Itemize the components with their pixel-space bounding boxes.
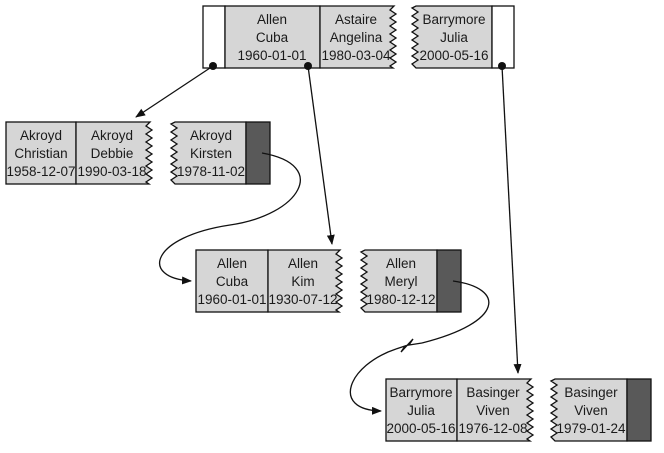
- leaf-a-key-3-lastname: Akroyd: [190, 128, 232, 143]
- root-key-cell-3: [410, 5, 493, 69]
- leaf-a-key-1-firstname: Christian: [14, 146, 67, 161]
- leaf-c-key-2-dob: 1976-12-08: [458, 421, 527, 436]
- leaf-node-allen: Allen Cuba 1960-01-01 Allen Kim 1930-07-…: [195, 249, 462, 313]
- leaf-c-next-pointer: [626, 378, 652, 442]
- root-key-1-dob: 1960-01-01: [237, 48, 306, 63]
- leaf-a-key-1-lastname: Akroyd: [20, 128, 62, 143]
- leaf-c-key-3-dob: 1979-01-24: [556, 421, 626, 436]
- arrow-root-to-leaf-b: [307, 65, 335, 245]
- leaf-b-key-2-firstname: Kim: [291, 274, 314, 289]
- leaf-a-key-2-dob: 1990-03-18: [77, 164, 146, 179]
- root-key-1-lastname: Allen: [257, 12, 287, 27]
- leaf-a-cell-2: [75, 121, 154, 185]
- leaf-c-key-3-firstname: Viven: [574, 403, 608, 418]
- root-key-2-firstname: Angelina: [330, 30, 383, 45]
- root-key-2-dob: 1980-03-04: [321, 48, 391, 63]
- leaf-c-key-1-firstname: Julia: [407, 403, 435, 418]
- leaf-c-cell-1: [385, 378, 458, 442]
- root-key-cell-2: [319, 5, 398, 69]
- leaf-b-key-1-lastname: Allen: [217, 256, 247, 271]
- leaf-c-cell-2: [456, 378, 535, 442]
- leaf-a-key-2-lastname: Akroyd: [91, 128, 133, 143]
- leaf-b-key-2-lastname: Allen: [288, 256, 318, 271]
- arrow-leaf-b-to-leaf-c-break: [395, 338, 423, 353]
- leaf-b-cell-1: [195, 249, 269, 313]
- leaf-b-key-3-lastname: Allen: [386, 256, 416, 271]
- leaf-a-cell-3: [169, 121, 247, 185]
- root-key-2-lastname: Astaire: [335, 12, 377, 27]
- leaf-node-barrymore: Barrymore Julia 2000-05-16 Basinger Vive…: [385, 378, 652, 442]
- leaf-node-akroyd: Akroyd Christian 1958-12-07 Akroyd Debbi…: [5, 121, 271, 185]
- leaf-b-cell-2: [267, 249, 344, 313]
- leaf-c-cell-3: [549, 378, 628, 442]
- root-right-pointer-slot: [491, 5, 515, 69]
- leaf-b-key-2-dob: 1930-07-12: [268, 292, 337, 307]
- leaf-a-key-3-dob: 1978-11-02: [177, 164, 245, 179]
- leaf-c-key-1-lastname: Barrymore: [389, 385, 452, 400]
- root-key-3-firstname: Julia: [440, 30, 468, 45]
- leaf-b-key-1-firstname: Cuba: [216, 274, 249, 289]
- pointer-arrows: [135, 65, 522, 415]
- leaf-b-key-1-dob: 1960-01-01: [197, 292, 266, 307]
- leaf-a-next-pointer: [245, 121, 271, 185]
- arrow-leaf-a-to-leaf-b: [159, 152, 301, 285]
- leaf-b-key-3-firstname: Meryl: [385, 274, 418, 289]
- arrow-root-to-leaf-a: [135, 65, 214, 118]
- arrow-leaf-b-to-leaf-c-part-2: [349, 348, 397, 415]
- leaf-c-key-2-lastname: Basinger: [466, 385, 520, 400]
- root-key-1-firstname: Cuba: [256, 30, 289, 45]
- root-pointer-slot: [202, 5, 226, 69]
- leaf-b-key-3-dob: 1980-12-12: [366, 292, 435, 307]
- leaf-c-key-2-firstname: Viven: [476, 403, 510, 418]
- leaf-a-key-1-dob: 1958-12-07: [6, 164, 75, 179]
- leaf-b-next-pointer: [436, 249, 462, 313]
- root-key-3-dob: 2000-05-16: [419, 48, 488, 63]
- root-key-3-lastname: Barrymore: [422, 12, 485, 27]
- leaf-c-key-3-lastname: Basinger: [564, 385, 618, 400]
- leaf-a-key-3-firstname: Kirsten: [190, 146, 232, 161]
- leaf-c-key-1-dob: 2000-05-16: [386, 421, 455, 436]
- root-node: Allen Cuba 1960-01-01 Astaire Angelina 1…: [202, 5, 515, 70]
- leaf-a-key-2-firstname: Debbie: [91, 146, 134, 161]
- leaf-b-cell-3: [359, 249, 438, 313]
- arrow-root-to-leaf-c: [501, 65, 522, 374]
- root-key-cell-1: [224, 5, 321, 69]
- arrow-leaf-b-to-leaf-c-part-1: [421, 280, 490, 344]
